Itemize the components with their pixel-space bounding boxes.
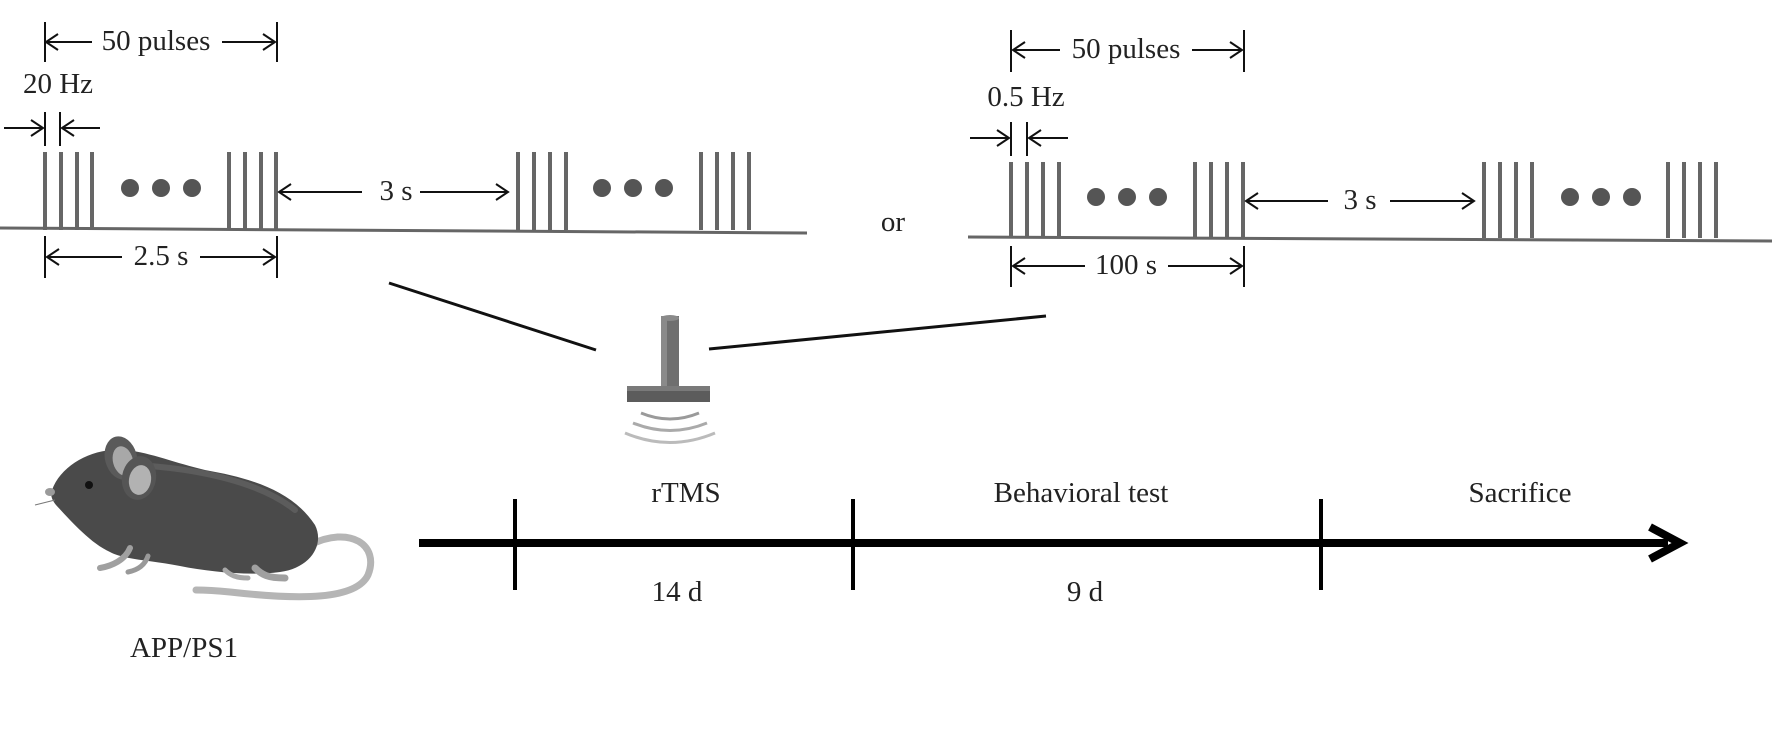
left-frequency-label: 20 Hz: [23, 68, 93, 100]
left-train-duration-dimension: 2.5 s: [44, 236, 278, 278]
left-connector-line: [388, 281, 597, 352]
phase-behavioral-test-duration: 9 d: [1067, 576, 1104, 608]
subject-label: APP/PS1: [130, 632, 238, 664]
right-frequency-label: 0.5 Hz: [987, 81, 1064, 113]
left-train-length-dimension: 50 pulses: [44, 22, 278, 62]
left-pulse-train-second: [516, 152, 751, 230]
left-interval-dimension: 3 s: [277, 175, 510, 207]
right-pulse-train-second: [1482, 162, 1718, 238]
right-protocol: 50 pulses 0.5 Hz: [967, 30, 1772, 287]
right-train-duration-label: 100 s: [1095, 249, 1157, 281]
phase-sacrifice-label: Sacrifice: [1468, 477, 1571, 509]
left-train-length-label: 50 pulses: [102, 25, 211, 57]
left-protocol: 50 pulses 20 Hz: [0, 22, 808, 278]
right-interval-dimension: 3 s: [1244, 184, 1476, 216]
tms-coil-icon: [624, 315, 716, 444]
left-train-duration-label: 2.5 s: [134, 240, 189, 272]
timeline: rTMS 14 d Behavioral test 9 d Sacrifice: [419, 477, 1689, 608]
mouse-icon: [34, 436, 375, 601]
left-pulse-train: [43, 152, 278, 230]
timeline-arrowhead: [1648, 523, 1689, 563]
right-train-length-dimension: 50 pulses: [1010, 30, 1245, 72]
right-train-length-label: 50 pulses: [1072, 33, 1181, 65]
right-connector-line: [708, 314, 1047, 351]
right-frequency-arrows: [970, 122, 1068, 156]
right-interval-label: 3 s: [1343, 184, 1376, 216]
phase-rtms-label: rTMS: [651, 477, 720, 509]
left-frequency-arrows: [4, 112, 100, 146]
right-pulse-train: [1009, 162, 1245, 238]
left-interval-label: 3 s: [379, 175, 412, 207]
right-baseline: [967, 235, 1772, 243]
phase-rtms-duration: 14 d: [652, 576, 703, 608]
right-train-duration-dimension: 100 s: [1010, 246, 1245, 287]
or-label: or: [881, 206, 906, 238]
phase-behavioral-test-label: Behavioral test: [994, 477, 1169, 509]
left-baseline: [0, 226, 808, 235]
